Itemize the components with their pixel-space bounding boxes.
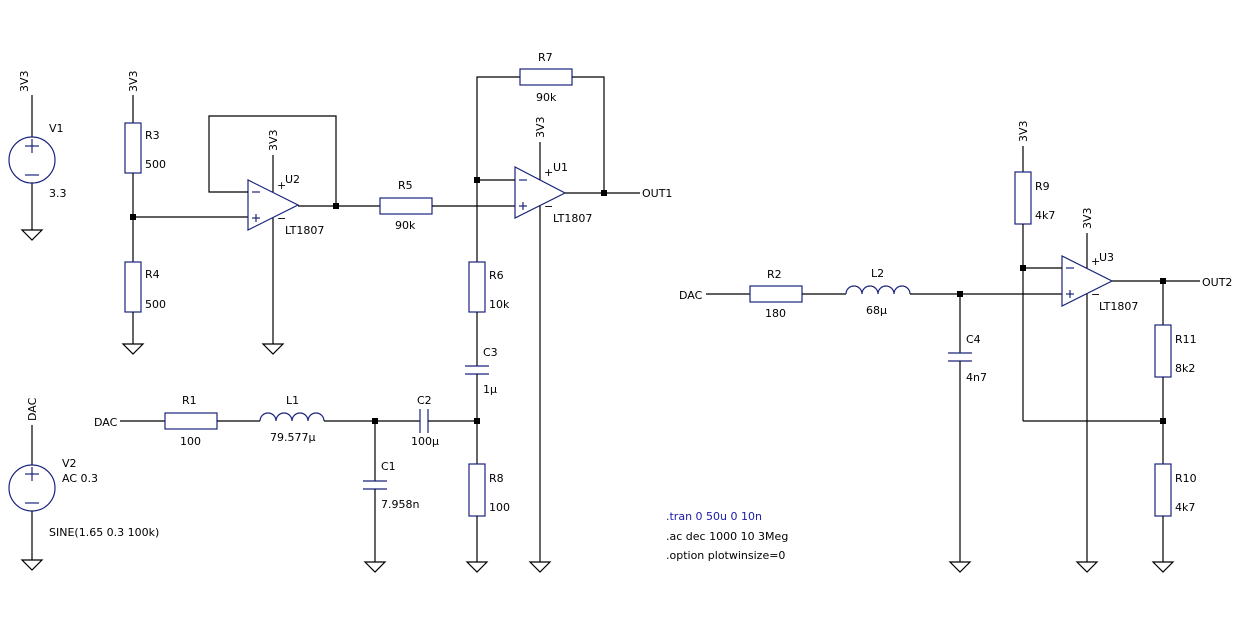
u2-model: LT1807 <box>285 224 324 237</box>
r3-name: R3 <box>145 129 160 142</box>
source-v2[interactable] <box>8 425 56 571</box>
dac-label-right: DAC <box>679 289 703 302</box>
v2-net-label: DAC <box>26 397 39 421</box>
r2-value: 180 <box>765 307 786 320</box>
ground-symbol <box>121 343 145 355</box>
c1-value: 7.958n <box>381 498 419 511</box>
v2-type: AC 0.3 <box>62 472 98 485</box>
opamp-u3[interactable] <box>1061 255 1114 307</box>
ground-symbol <box>948 561 972 573</box>
out2-label: OUT2 <box>1202 276 1232 289</box>
c3-name: C3 <box>483 346 498 359</box>
c2-name: C2 <box>417 394 432 407</box>
c4-name: C4 <box>966 333 981 346</box>
resistor-r1[interactable] <box>164 412 218 430</box>
u2-plus-mark: + <box>277 179 286 192</box>
c3-value: 1µ <box>483 383 497 396</box>
r7-name: R7 <box>538 51 553 64</box>
l1-value: 79.577µ <box>270 431 316 444</box>
l2-value: 68µ <box>866 304 887 317</box>
resistor-r3[interactable] <box>124 122 142 174</box>
dac-label-left: DAC <box>94 416 118 429</box>
directive-tran[interactable]: .tran 0 50u 0 10n <box>666 510 762 523</box>
junction-dot <box>1160 418 1166 424</box>
r1-value: 100 <box>180 435 201 448</box>
r1-name: R1 <box>182 394 197 407</box>
ground-symbol <box>261 343 285 355</box>
ground-symbol <box>1151 561 1175 573</box>
r7-value: 90k <box>536 91 557 104</box>
r9-name: R9 <box>1035 180 1050 193</box>
r3-net-label: 3V3 <box>127 70 140 92</box>
v1-value: 3.3 <box>49 187 67 200</box>
u2-minus-mark: − <box>277 212 286 225</box>
r9-value: 4k7 <box>1035 209 1055 222</box>
resistor-r2[interactable] <box>749 285 803 303</box>
r6-name: R6 <box>489 269 504 282</box>
u1-minus-mark: − <box>544 200 553 213</box>
l1-name: L1 <box>286 394 299 407</box>
r5-name: R5 <box>398 179 413 192</box>
inductor-l2[interactable] <box>845 285 911 295</box>
r9-net-label: 3V3 <box>1017 120 1030 142</box>
r10-value: 4k7 <box>1175 501 1195 514</box>
u2-name: U2 <box>285 173 300 186</box>
r11-value: 8k2 <box>1175 362 1195 375</box>
resistor-r10[interactable] <box>1154 463 1172 517</box>
junction-dot <box>333 203 339 209</box>
r3-value: 500 <box>145 158 166 171</box>
junction-dot <box>601 190 607 196</box>
resistor-r4[interactable] <box>124 261 142 313</box>
resistor-r11[interactable] <box>1154 324 1172 378</box>
capacitor-c3[interactable] <box>465 365 489 375</box>
v1-net-label: 3V3 <box>18 70 31 92</box>
opamp-u2[interactable] <box>247 179 300 231</box>
capacitor-c2[interactable] <box>419 409 429 433</box>
u3-plus-mark: + <box>1091 255 1100 268</box>
r5-value: 90k <box>395 219 416 232</box>
r10-name: R10 <box>1175 472 1197 485</box>
u1-model: LT1807 <box>553 212 592 225</box>
ground-symbol <box>528 561 552 573</box>
c1-name: C1 <box>381 460 396 473</box>
u1-name: U1 <box>553 161 568 174</box>
u1-plus-mark: + <box>544 166 553 179</box>
ground-symbol <box>363 561 387 573</box>
v2-function: SINE(1.65 0.3 100k) <box>49 526 159 539</box>
directive-option[interactable]: .option plotwinsize=0 <box>666 549 785 562</box>
u3-supply-label: 3V3 <box>1081 207 1094 229</box>
resistor-r5[interactable] <box>379 197 433 215</box>
v2-name: V2 <box>62 457 77 470</box>
r8-name: R8 <box>489 472 504 485</box>
u2-supply-label: 3V3 <box>267 129 280 151</box>
c4-value: 4n7 <box>966 371 987 384</box>
r2-name: R2 <box>767 268 782 281</box>
junction-dot <box>1020 265 1026 271</box>
r11-name: R11 <box>1175 333 1197 346</box>
out1-label: OUT1 <box>642 187 672 200</box>
r4-value: 500 <box>145 298 166 311</box>
u3-minus-mark: − <box>1091 288 1100 301</box>
capacitor-c4[interactable] <box>948 352 972 362</box>
v1-name: V1 <box>49 122 64 135</box>
inductor-l1[interactable] <box>259 412 325 422</box>
directive-ac[interactable]: .ac dec 1000 10 3Meg <box>666 530 788 543</box>
u1-supply-label: 3V3 <box>534 116 547 138</box>
u3-model: LT1807 <box>1099 300 1138 313</box>
ground-symbol <box>465 561 489 573</box>
l2-name: L2 <box>871 267 884 280</box>
source-v1[interactable] <box>8 95 56 241</box>
r6-value: 10k <box>489 298 510 311</box>
ground-symbol <box>1075 561 1099 573</box>
u3-name: U3 <box>1099 251 1114 264</box>
r4-name: R4 <box>145 268 160 281</box>
resistor-r9[interactable] <box>1014 171 1032 225</box>
capacitor-c1[interactable] <box>363 480 387 490</box>
resistor-r8[interactable] <box>468 463 486 517</box>
resistor-r6[interactable] <box>468 261 486 313</box>
c2-value: 100µ <box>411 435 439 448</box>
resistor-r7[interactable] <box>519 68 573 86</box>
r8-value: 100 <box>489 501 510 514</box>
